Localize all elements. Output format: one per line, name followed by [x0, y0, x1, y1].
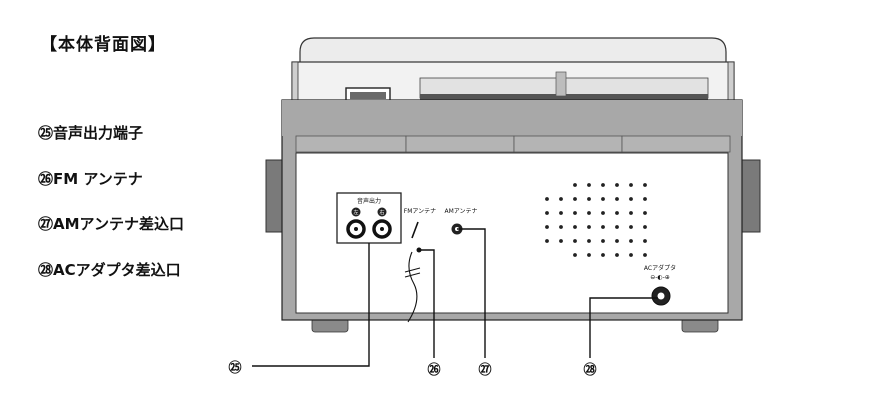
- grille-hole: [615, 183, 619, 187]
- grille-hole: [629, 211, 633, 215]
- leader-line-26: [419, 249, 435, 358]
- grille-hole: [559, 197, 563, 201]
- grille-hole: [587, 253, 591, 257]
- callout-leader-lines: [252, 228, 658, 367]
- grille-hole: [629, 239, 633, 243]
- grille-hole: [615, 253, 619, 257]
- grille-hole: [643, 183, 647, 187]
- grille-hole: [615, 225, 619, 229]
- ac-adapter-jack: ACアダプタ ⊖-◐-⊕: [644, 264, 676, 306]
- grille-hole: [559, 211, 563, 215]
- legend-item-audio-out: ㉕音声出力端子: [38, 122, 143, 143]
- grille-hole: [573, 211, 577, 215]
- legend-label: FM アンテナ: [53, 170, 143, 188]
- legend-item-am-jack: ㉗AMアンテナ差込口: [38, 213, 184, 234]
- legend-number: ㉕: [38, 124, 54, 142]
- grille-hole: [601, 239, 605, 243]
- grille-hole: [643, 211, 647, 215]
- grille-hole: [601, 183, 605, 187]
- audio-output-panel: 音声出力 左 右: [336, 192, 402, 244]
- grille-hole: [629, 197, 633, 201]
- grille-hole: [643, 239, 647, 243]
- legend-number: ㉗: [38, 215, 54, 233]
- grille-hole: [587, 225, 591, 229]
- legend-item-fm-antenna: ㉖FM アンテナ: [38, 168, 143, 189]
- legend-label: AMアンテナ差込口: [53, 215, 184, 233]
- legend-label: 音声出力端子: [53, 124, 144, 142]
- grille-hole: [559, 225, 563, 229]
- left-channel-label: 左: [353, 209, 358, 216]
- callout-26: ㉖: [427, 362, 440, 378]
- diagram-heading: 【本体背面図】: [40, 35, 166, 55]
- grille-hole: [573, 197, 577, 201]
- ac-polarity-symbol: ⊖-◐-⊕: [650, 274, 670, 281]
- grille-hole: [587, 211, 591, 215]
- grille-hole: [615, 211, 619, 215]
- grille-hole: [615, 239, 619, 243]
- legend-number: ㉖: [38, 170, 54, 188]
- right-channel-label: 右: [379, 209, 384, 216]
- leader-line-27: [457, 228, 486, 358]
- grille-hole: [573, 239, 577, 243]
- fm-antenna-label: FMアンテナ: [404, 208, 436, 215]
- grille-hole: [643, 197, 647, 201]
- callout-28: ㉘: [583, 362, 596, 378]
- grille-hole: [573, 225, 577, 229]
- grille-hole: [587, 239, 591, 243]
- leader-line-25: [252, 243, 370, 367]
- audio-out-label: 音声出力: [357, 197, 381, 205]
- grille-hole: [545, 197, 549, 201]
- grille-hole: [629, 253, 633, 257]
- am-antenna-label: AMアンテナ: [444, 208, 477, 215]
- legend-item-ac-jack: ㉘ACアダプタ差込口: [38, 259, 181, 280]
- grille-hole: [545, 211, 549, 215]
- legend-label: ACアダプタ差込口: [53, 261, 181, 279]
- fm-antenna: FMアンテナ: [404, 208, 436, 323]
- grille-hole: [629, 225, 633, 229]
- turntable-lid: [291, 37, 735, 103]
- grille-hole: [559, 239, 563, 243]
- grille-hole: [587, 183, 591, 187]
- grille-hole: [545, 239, 549, 243]
- grille-hole: [643, 253, 647, 257]
- callout-27: ㉗: [478, 362, 491, 378]
- grille-hole: [615, 197, 619, 201]
- right-side-handle: [739, 159, 761, 233]
- legend-number: ㉘: [38, 261, 54, 279]
- ac-adapter-label: ACアダプタ: [644, 264, 676, 272]
- grille-hole: [601, 253, 605, 257]
- grille-hole: [643, 225, 647, 229]
- grille-hole: [587, 197, 591, 201]
- speaker-grille: [545, 183, 647, 257]
- grille-hole: [545, 225, 549, 229]
- grille-hole: [629, 183, 633, 187]
- grille-hole: [601, 197, 605, 201]
- grille-hole: [573, 253, 577, 257]
- grille-hole: [601, 211, 605, 215]
- grille-hole: [601, 225, 605, 229]
- leader-line-28: [589, 297, 658, 358]
- grille-hole: [573, 183, 577, 187]
- callout-25: ㉕: [228, 360, 241, 376]
